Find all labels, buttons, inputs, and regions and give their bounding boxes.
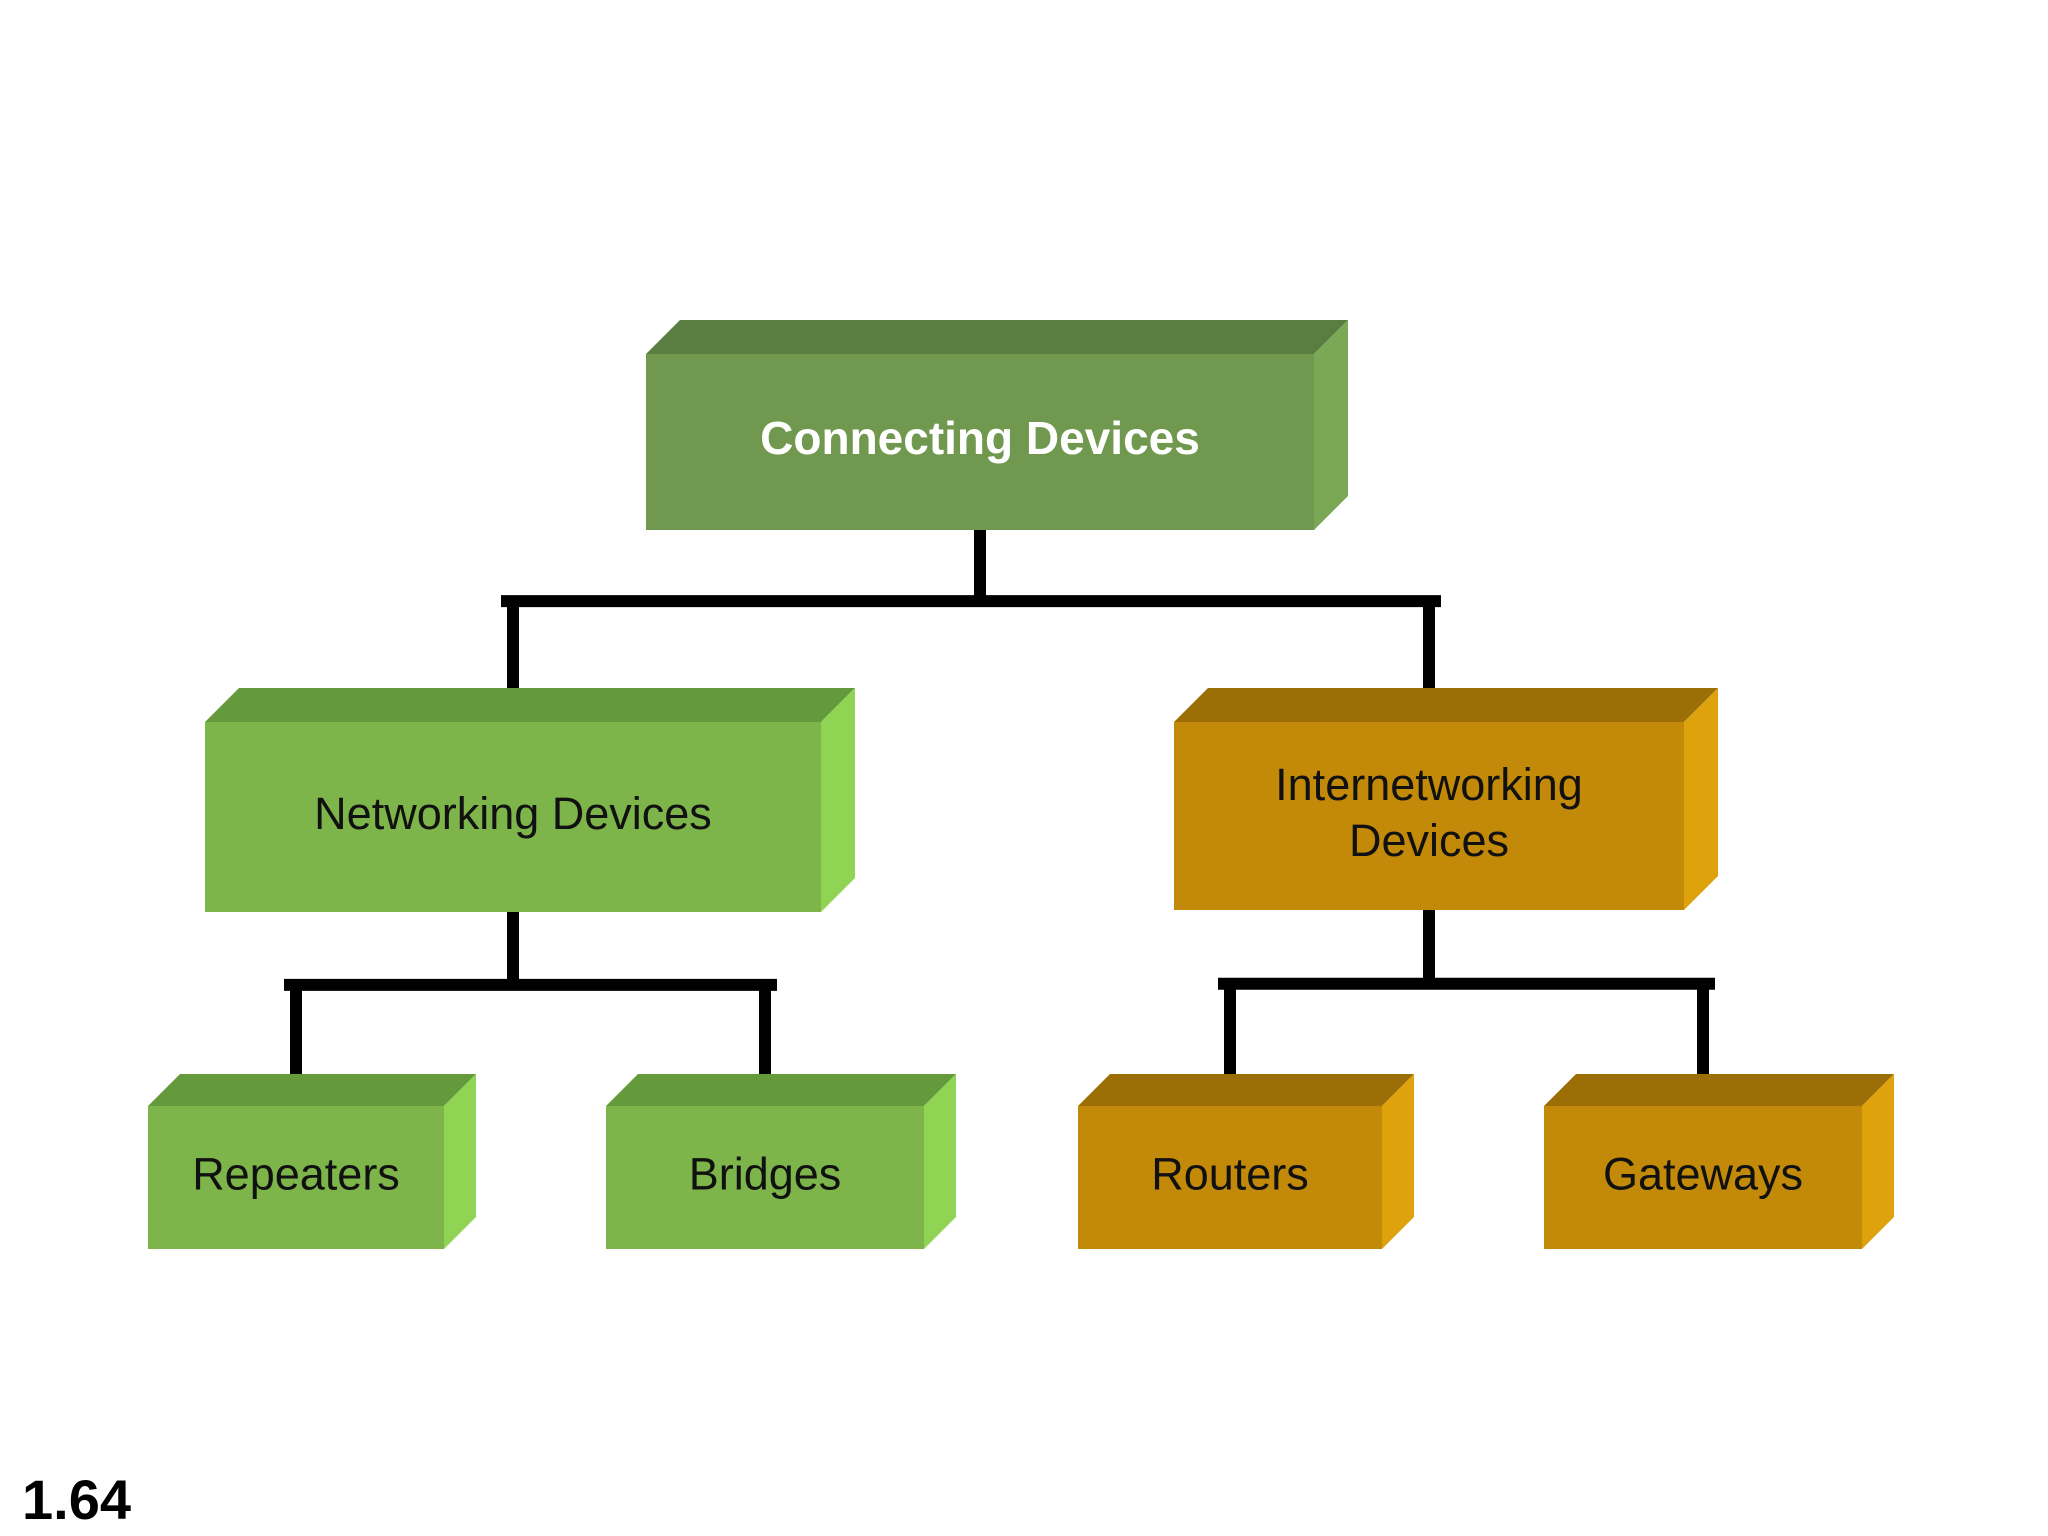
node-repeaters-top-face bbox=[148, 1074, 476, 1106]
node-gateways-side-face bbox=[1862, 1074, 1894, 1249]
node-routers: Routers bbox=[1078, 1074, 1414, 1249]
node-repeaters-label: Repeaters bbox=[192, 1148, 400, 1199]
node-internetworking-label-line: Internetworking bbox=[1275, 759, 1583, 810]
slide-number: 1.64 bbox=[22, 1468, 131, 1531]
node-gateways-label: Gateways bbox=[1603, 1148, 1803, 1199]
node-bridges-label: Bridges bbox=[689, 1148, 842, 1199]
node-bridges-label-line: Bridges bbox=[689, 1148, 842, 1199]
node-bridges-front-face bbox=[606, 1106, 924, 1249]
node-bridges: Bridges bbox=[606, 1074, 956, 1249]
node-gateways: Gateways bbox=[1544, 1074, 1894, 1249]
node-bridges-side-face bbox=[924, 1074, 956, 1249]
node-root-top-face bbox=[646, 320, 1348, 354]
node-root-side-face bbox=[1314, 320, 1348, 530]
node-networking-label-line: Networking Devices bbox=[314, 788, 712, 839]
node-root-label: Connecting Devices bbox=[760, 412, 1200, 464]
node-gateways-front-face bbox=[1544, 1106, 1862, 1249]
node-internetworking-side-face bbox=[1684, 688, 1718, 910]
node-root-label-line: Connecting Devices bbox=[760, 412, 1200, 464]
node-routers-top-face bbox=[1078, 1074, 1414, 1106]
node-routers-side-face bbox=[1382, 1074, 1414, 1249]
connector-lines bbox=[284, 530, 1715, 1110]
node-networking-label: Networking Devices bbox=[314, 788, 712, 839]
node-routers-front-face bbox=[1078, 1106, 1382, 1249]
node-gateways-label-line: Gateways bbox=[1603, 1148, 1803, 1199]
node-networking-side-face bbox=[821, 688, 855, 912]
node-internetworking-label-line: Devices bbox=[1349, 815, 1509, 866]
node-root-front-face bbox=[646, 354, 1314, 530]
node-gateways-top-face bbox=[1544, 1074, 1894, 1106]
node-networking: Networking Devices bbox=[205, 688, 855, 912]
node-repeaters-label-line: Repeaters bbox=[192, 1148, 400, 1199]
node-internetworking-front-face bbox=[1174, 722, 1684, 910]
node-bridges-top-face bbox=[606, 1074, 956, 1106]
node-repeaters-side-face bbox=[444, 1074, 476, 1249]
node-routers-label-line: Routers bbox=[1151, 1148, 1309, 1199]
node-routers-label: Routers bbox=[1151, 1148, 1309, 1199]
node-repeaters-front-face bbox=[148, 1106, 444, 1249]
node-repeaters: Repeaters bbox=[148, 1074, 476, 1249]
node-root: Connecting Devices bbox=[646, 320, 1348, 530]
node-networking-front-face bbox=[205, 722, 821, 912]
node-internetworking-top-face bbox=[1174, 688, 1718, 722]
node-networking-top-face bbox=[205, 688, 855, 722]
